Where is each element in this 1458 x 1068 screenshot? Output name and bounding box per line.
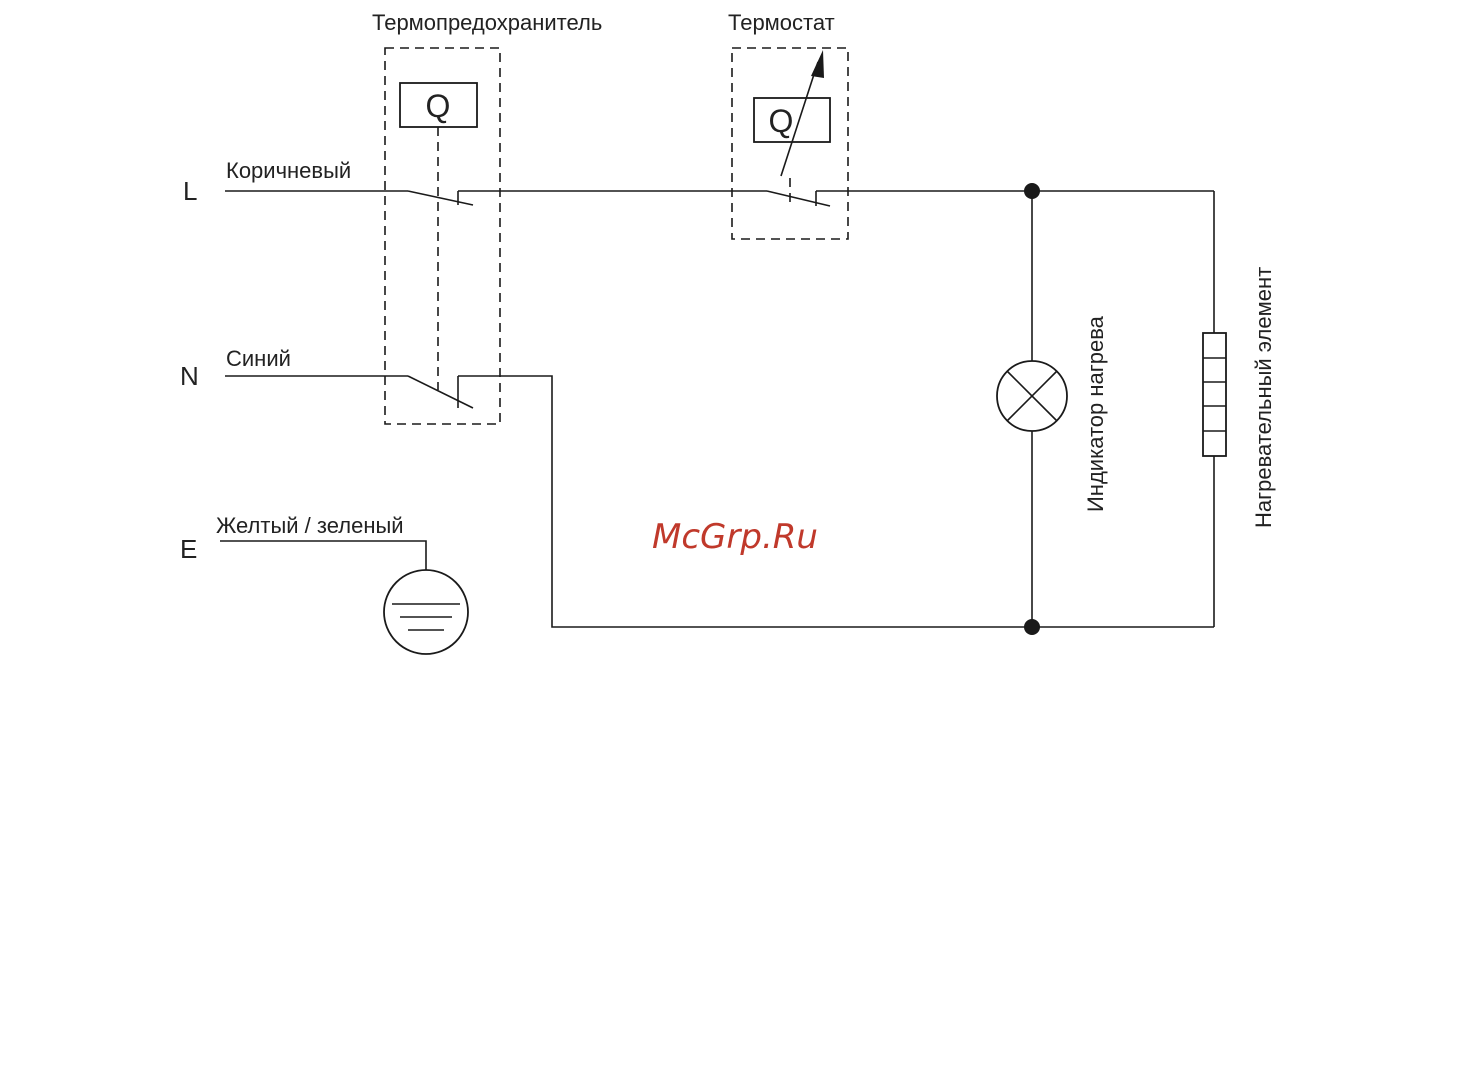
heating-element-body [1203, 333, 1226, 456]
ground-circle [384, 570, 468, 654]
thermostat-dashed-housing [732, 48, 848, 239]
thermostat: Q [732, 48, 848, 239]
thermal-fuse-title: Термопредохранитель [372, 10, 602, 35]
junction-dot-top [1024, 183, 1040, 199]
thermal-fuse: Q [385, 48, 500, 424]
thermal-fuse-l-switch-blade [408, 191, 473, 205]
wire-brown-label: Коричневый [226, 158, 351, 183]
thermal-fuse-n-switch-blade [408, 376, 473, 408]
ground-symbol [384, 570, 468, 654]
thermostat-title: Термостат [728, 10, 835, 35]
heating-indicator-label: Индикатор нагрева [1083, 315, 1108, 512]
heating-element-label: Нагревательный элемент [1251, 267, 1276, 528]
heating-element [1203, 333, 1226, 456]
heating-indicator-lamp [997, 361, 1067, 431]
terminal-e-label: E [180, 534, 197, 564]
terminal-l-label: L [183, 176, 197, 206]
thermal-fuse-q-symbol: Q [426, 88, 451, 124]
junction-dot-bottom [1024, 619, 1040, 635]
wire-blue-label: Синий [226, 346, 291, 371]
wire-yellow-green-label: Желтый / зеленый [216, 513, 404, 538]
thermostat-q-symbol: Q [769, 103, 794, 139]
thermostat-switch-blade [767, 191, 830, 206]
terminal-n-label: N [180, 361, 199, 391]
thermostat-adjust-arrow-head [811, 50, 824, 78]
watermark-text: McGrp.Ru [652, 517, 818, 557]
